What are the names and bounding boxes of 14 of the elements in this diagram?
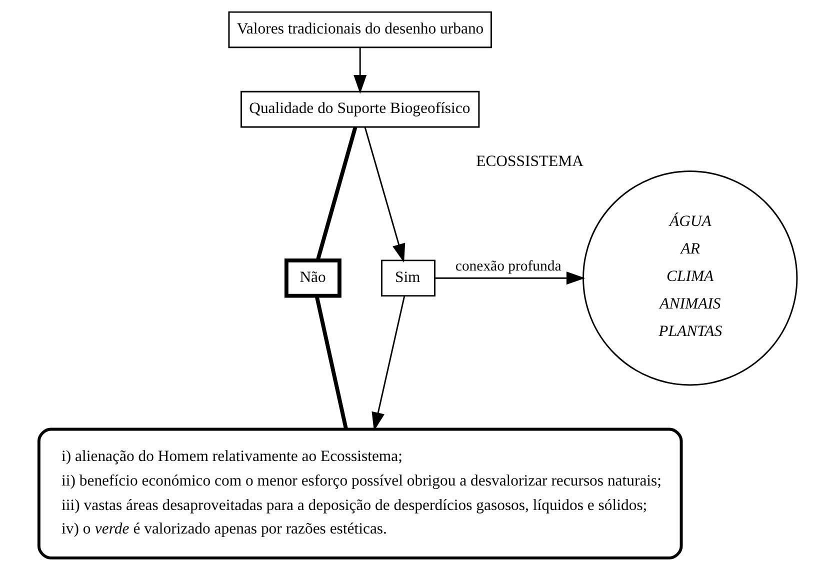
arrow (434, 272, 585, 285)
node-box: Não (284, 258, 341, 298)
arrow (353, 48, 366, 94)
node-box: i) alienação do Homem relativamente ao Ecossistema; ii) benefício económico com o menor esforço possível obrigou a desvalorizar recursos naturais; iii) vastas áreas desaproveitadas para a deposição de desperdícios gasosos, líquidos e sólidos; iv) o verde é valorizado apenas por razões estéticas. (36, 428, 682, 560)
connector (315, 126, 357, 261)
connector (314, 295, 348, 430)
node-box: Valores tradicionais do desenho urbano (228, 11, 492, 48)
node-box: Qualidade do Suporte Biogeofísico (240, 90, 480, 128)
arrow (364, 127, 405, 263)
node-box: Sim (380, 260, 435, 297)
node-circle: ÁGUA AR CLIMA ANIMAIS PLANTAS (582, 170, 798, 386)
node-label: ECOSSISTEMA (476, 153, 583, 170)
arrow (371, 296, 405, 432)
edge-label: conexão profunda (454, 258, 561, 274)
